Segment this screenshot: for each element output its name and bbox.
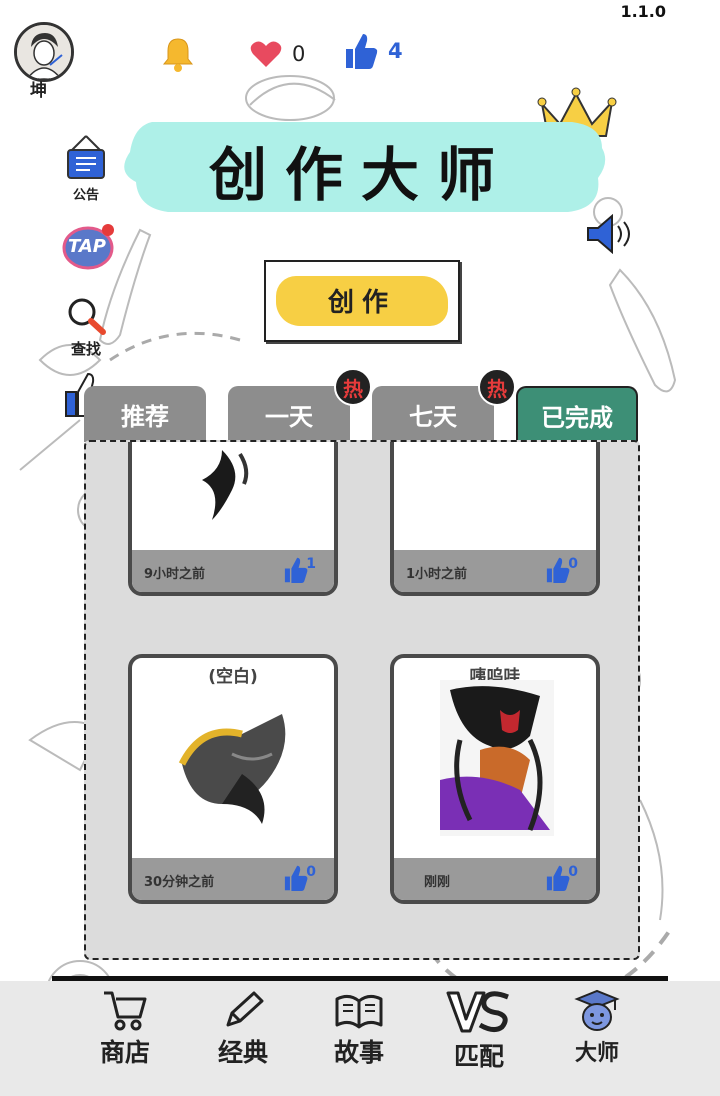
avatar-portrait — [17, 25, 71, 79]
notice-label: 公告 — [72, 188, 99, 203]
tap-label: TAP — [68, 236, 107, 257]
hot-badge-seven-days: 热 — [478, 368, 516, 406]
work-drawing — [178, 714, 286, 824]
bell-icon[interactable] — [162, 36, 194, 76]
likes-count: 0 — [292, 42, 306, 66]
thumbs-up-icon — [547, 865, 570, 891]
title-banner: 创作大师 — [112, 114, 610, 218]
thumbs-up-icon — [346, 34, 378, 69]
likes-stat: 0 — [250, 40, 305, 68]
tab-seven-days[interactable]: 七天 — [372, 386, 494, 442]
thumbs-count: 4 — [388, 39, 403, 63]
nav-master[interactable]: 大师 — [542, 989, 652, 1067]
graduate-icon — [574, 989, 620, 1031]
page-title: 创作大师 — [208, 141, 513, 209]
nav-shop-label: 商店 — [99, 1038, 150, 1067]
work-time: 1小时之前 — [406, 567, 468, 582]
work-time: 30分钟之前 — [144, 875, 215, 890]
work-likes-count: 0 — [306, 864, 316, 880]
nav-master-label: 大师 — [574, 1040, 619, 1066]
thumbs-stat: 4 — [342, 32, 403, 70]
work-likes[interactable]: 1 — [282, 556, 316, 584]
search-button[interactable]: 查找 — [58, 296, 114, 359]
work-card[interactable]: 1小时之前 0 — [390, 442, 600, 596]
nav-shop[interactable]: 商店 — [70, 989, 180, 1069]
work-time: 刚刚 — [424, 875, 451, 890]
thumbs-up-icon — [285, 865, 308, 891]
cart-icon — [104, 991, 147, 1031]
create-button[interactable]: 创作 — [264, 260, 460, 342]
magnifier-icon — [68, 298, 106, 335]
pencil-icon — [226, 991, 264, 1027]
thumbs-up-icon — [285, 557, 308, 583]
work-likes-count: 0 — [568, 556, 578, 572]
nav-match[interactable]: 匹配 — [424, 989, 534, 1073]
work-likes[interactable]: 0 — [282, 864, 316, 892]
bottom-nav: 商店 经典 故事 匹配 大师 — [0, 981, 720, 1096]
nav-story[interactable]: 故事 — [304, 989, 414, 1069]
notice-board-icon — [67, 135, 105, 179]
works-panel[interactable]: 9小时之前 1 1小时之前 0 (空白) 30分钟之前 — [84, 440, 640, 960]
avatar[interactable] — [14, 22, 74, 82]
work-drawing — [440, 680, 554, 836]
nav-match-label: 匹配 — [453, 1042, 504, 1071]
speaker-icon[interactable] — [584, 213, 636, 258]
work-card[interactable]: 咦呜哇 刚刚 0 — [390, 654, 600, 904]
hot-badge-one-day: 热 — [334, 368, 372, 406]
nav-classic-label: 经典 — [217, 1038, 268, 1067]
work-likes[interactable]: 0 — [544, 556, 578, 584]
work-card[interactable]: 9小时之前 1 — [128, 442, 338, 596]
notice-button[interactable]: 公告 — [58, 134, 114, 203]
tab-recommend[interactable]: 推荐 — [84, 386, 206, 442]
tab-completed[interactable]: 已完成 — [516, 386, 638, 442]
tap-logo-icon — [62, 224, 114, 270]
thumbs-up-icon — [547, 557, 570, 583]
nav-classic[interactable]: 经典 — [188, 989, 298, 1069]
search-label: 查找 — [70, 340, 101, 358]
create-button-label: 创作 — [327, 288, 396, 318]
nav-divider — [52, 976, 668, 981]
work-likes-count: 0 — [568, 864, 578, 880]
book-icon — [335, 994, 383, 1029]
nav-story-label: 故事 — [333, 1038, 384, 1067]
version-label: 1.1.0 — [620, 2, 666, 21]
heart-icon — [250, 41, 282, 67]
work-card[interactable]: (空白) 30分钟之前 0 — [128, 654, 338, 904]
work-likes-count: 1 — [306, 556, 316, 572]
username: 坤 — [30, 81, 47, 101]
tap-button[interactable]: TAP — [62, 222, 116, 270]
work-title: (空白) — [208, 667, 258, 687]
work-drawing — [202, 450, 249, 520]
tab-one-day[interactable]: 一天 — [228, 386, 350, 442]
vs-icon — [446, 991, 509, 1033]
work-time: 9小时之前 — [144, 567, 206, 582]
work-likes[interactable]: 0 — [544, 864, 578, 892]
